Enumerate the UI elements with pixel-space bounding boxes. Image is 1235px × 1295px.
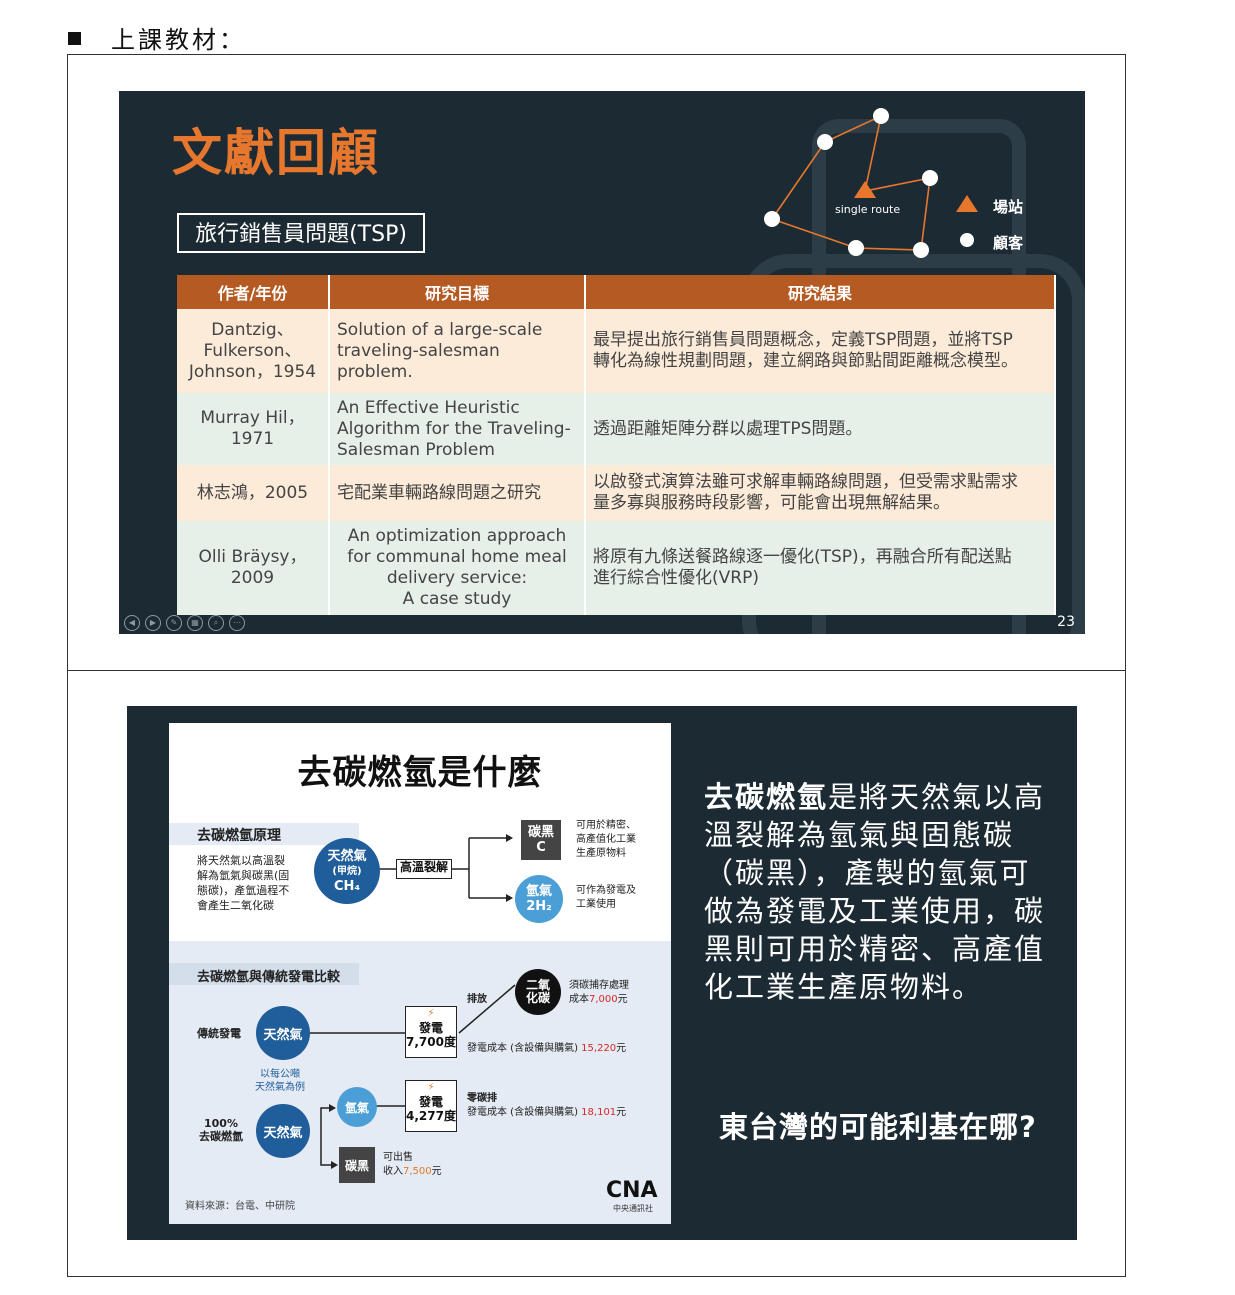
cell-result: 將原有九條送餐路線逐一優化(TSP)，再融合所有配送點進行綜合性優化(VRP) bbox=[585, 521, 1056, 615]
cell-author: Olli Bräysy，2009 bbox=[177, 521, 330, 615]
more-icon[interactable]: ⋯ bbox=[229, 615, 245, 631]
route-label: single route bbox=[835, 203, 901, 216]
pen-icon[interactable]: ✎ bbox=[166, 615, 182, 631]
hydrogen-use-text: 可作為發電及工業使用 bbox=[576, 885, 636, 910]
gen2-text: 零碳排發電成本 (含設備與購氣) 18,101元 bbox=[467, 1093, 627, 1118]
emit-label: 排放 bbox=[467, 994, 487, 1005]
table-header-row: 作者/年份 研究目標 研究結果 bbox=[177, 275, 1056, 309]
section1-band bbox=[169, 823, 359, 845]
carbon-black-small-box: 碳黑 bbox=[339, 1147, 375, 1183]
slide-title: 文獻回顧 bbox=[172, 124, 380, 182]
traditional-gas-circle: 天然氣 bbox=[256, 1006, 310, 1060]
legend-customer: 顧客 bbox=[993, 234, 1024, 252]
legend-depot: 場站 bbox=[993, 198, 1024, 216]
infographic-connectors bbox=[309, 834, 516, 1169]
cell-result: 透過距離矩陣分群以處理TPS問題。 bbox=[585, 393, 1056, 465]
section-heading-text: 上課教材： bbox=[111, 26, 246, 54]
slide-decarbonized-hydrogen: 去碳燃氫是什麼 去碳燃氫原理 將天然氣以高溫裂解為氫氣與碳黑(固態碳)，產氫過程… bbox=[127, 706, 1077, 1240]
frame-bottom bbox=[67, 670, 1126, 1277]
cna-logo: CNA bbox=[606, 1178, 658, 1203]
depot-legend-icon bbox=[956, 195, 978, 212]
carbon-use-text: 可用於精密、高產值化工業生產原物料 bbox=[576, 820, 636, 859]
table-row: Dantzig、Fulkerson、Johnson，1954 Solution … bbox=[177, 309, 1056, 393]
pyrolysis-box: 高溫裂解 bbox=[396, 859, 452, 879]
cell-author: Dantzig、Fulkerson、Johnson，1954 bbox=[177, 309, 330, 393]
table-row: 林志鴻，2005 宅配業車輛路線問題之研究 以啟發式演算法雖可求解車輛路線問題，… bbox=[177, 465, 1056, 521]
infographic-title: 去碳燃氫是什麼 bbox=[297, 753, 543, 793]
slide-literature-review: single route 場站 顧客 文獻回顧 旅行銷售員問題(TSP) 作者/… bbox=[119, 91, 1085, 634]
header-author: 作者/年份 bbox=[177, 275, 330, 309]
co2-circle: 二氧化碳 bbox=[515, 969, 561, 1015]
zoom-icon[interactable]: ⌕ bbox=[208, 615, 224, 631]
slide-description: 去碳燃氫是將天然氣以高溫裂解為氫氣與固態碳（碳黑），產製的氫氣可做為發電及工業使… bbox=[704, 780, 1046, 1004]
co2-cost-text: 須碳捕存處理成本7,000元 bbox=[569, 980, 629, 1005]
bolt-icon: ⚡ bbox=[427, 1008, 435, 1019]
cell-author: 林志鴻，2005 bbox=[177, 465, 330, 521]
infographic: 去碳燃氫是什麼 去碳燃氫原理 將天然氣以高溫裂解為氫氣與碳黑(固態碳)，產氫過程… bbox=[169, 723, 671, 1224]
per-ton-note: 以每公噸天然氣為例 bbox=[255, 1069, 305, 1093]
literature-table: 作者/年份 研究目標 研究結果 Dantzig、Fulkerson、Johnso… bbox=[177, 275, 1056, 615]
bolt-icon: ⚡ bbox=[427, 1082, 435, 1093]
header-goal: 研究目標 bbox=[329, 275, 586, 309]
carbon-sale-text: 可出售收入7,500元 bbox=[383, 1152, 442, 1177]
slide-subtitle: 旅行銷售員問題(TSP) bbox=[177, 213, 425, 253]
cell-goal: 宅配業車輛路線問題之研究 bbox=[329, 465, 586, 521]
natural-gas-circle: 天然氣(甲烷)CH₄ bbox=[314, 838, 380, 904]
slides-icon[interactable]: ▦ bbox=[187, 615, 203, 631]
hydrogen-small-circle: 氫氣 bbox=[337, 1087, 377, 1127]
table-row: Olli Bräysy，2009 An optimization approac… bbox=[177, 521, 1056, 615]
decarbonized-label: 100%去碳燃氫 bbox=[199, 1117, 243, 1143]
traditional-label: 傳統發電 bbox=[197, 1027, 241, 1040]
section-heading: 上課教材： bbox=[68, 20, 246, 55]
slide-question: 東台灣的可能利基在哪? bbox=[719, 1110, 1037, 1144]
source-note: 資料來源：台電、中研院 bbox=[185, 1201, 295, 1212]
depot-triangle-icon bbox=[854, 181, 876, 198]
next-icon[interactable]: ▶ bbox=[145, 615, 161, 631]
gen1-cost-text: 發電成本 (含設備與購氣) 15,220元 bbox=[467, 1043, 627, 1054]
section1-desc: 將天然氣以高溫裂解為氫氣與碳黑(固態碳)，產氫過程不會產生二氧化碳 bbox=[197, 854, 290, 912]
section2-heading: 去碳燃氫與傳統發電比較 bbox=[197, 970, 341, 985]
route-nodes bbox=[764, 108, 974, 258]
cell-author: Murray Hil，1971 bbox=[177, 393, 330, 465]
slide-nav-controls[interactable]: ◀ ▶ ✎ ▦ ⌕ ⋯ bbox=[124, 615, 245, 631]
section1-heading: 去碳燃氫原理 bbox=[197, 828, 281, 844]
square-bullet-icon bbox=[68, 32, 81, 45]
section2-band bbox=[169, 963, 359, 985]
header-result: 研究結果 bbox=[585, 275, 1056, 309]
decarbonized-gas-circle: 天然氣 bbox=[256, 1104, 310, 1158]
route-lines bbox=[771, 114, 931, 251]
prev-icon[interactable]: ◀ bbox=[124, 615, 140, 631]
cell-result: 以啟發式演算法雖可求解車輛路線問題，但受需求點需求量多寡與服務時段影響，可能會出… bbox=[585, 465, 1056, 521]
cna-logo-sub: 中央通訊社 bbox=[613, 1204, 653, 1213]
page-number: 23 bbox=[1057, 614, 1075, 630]
